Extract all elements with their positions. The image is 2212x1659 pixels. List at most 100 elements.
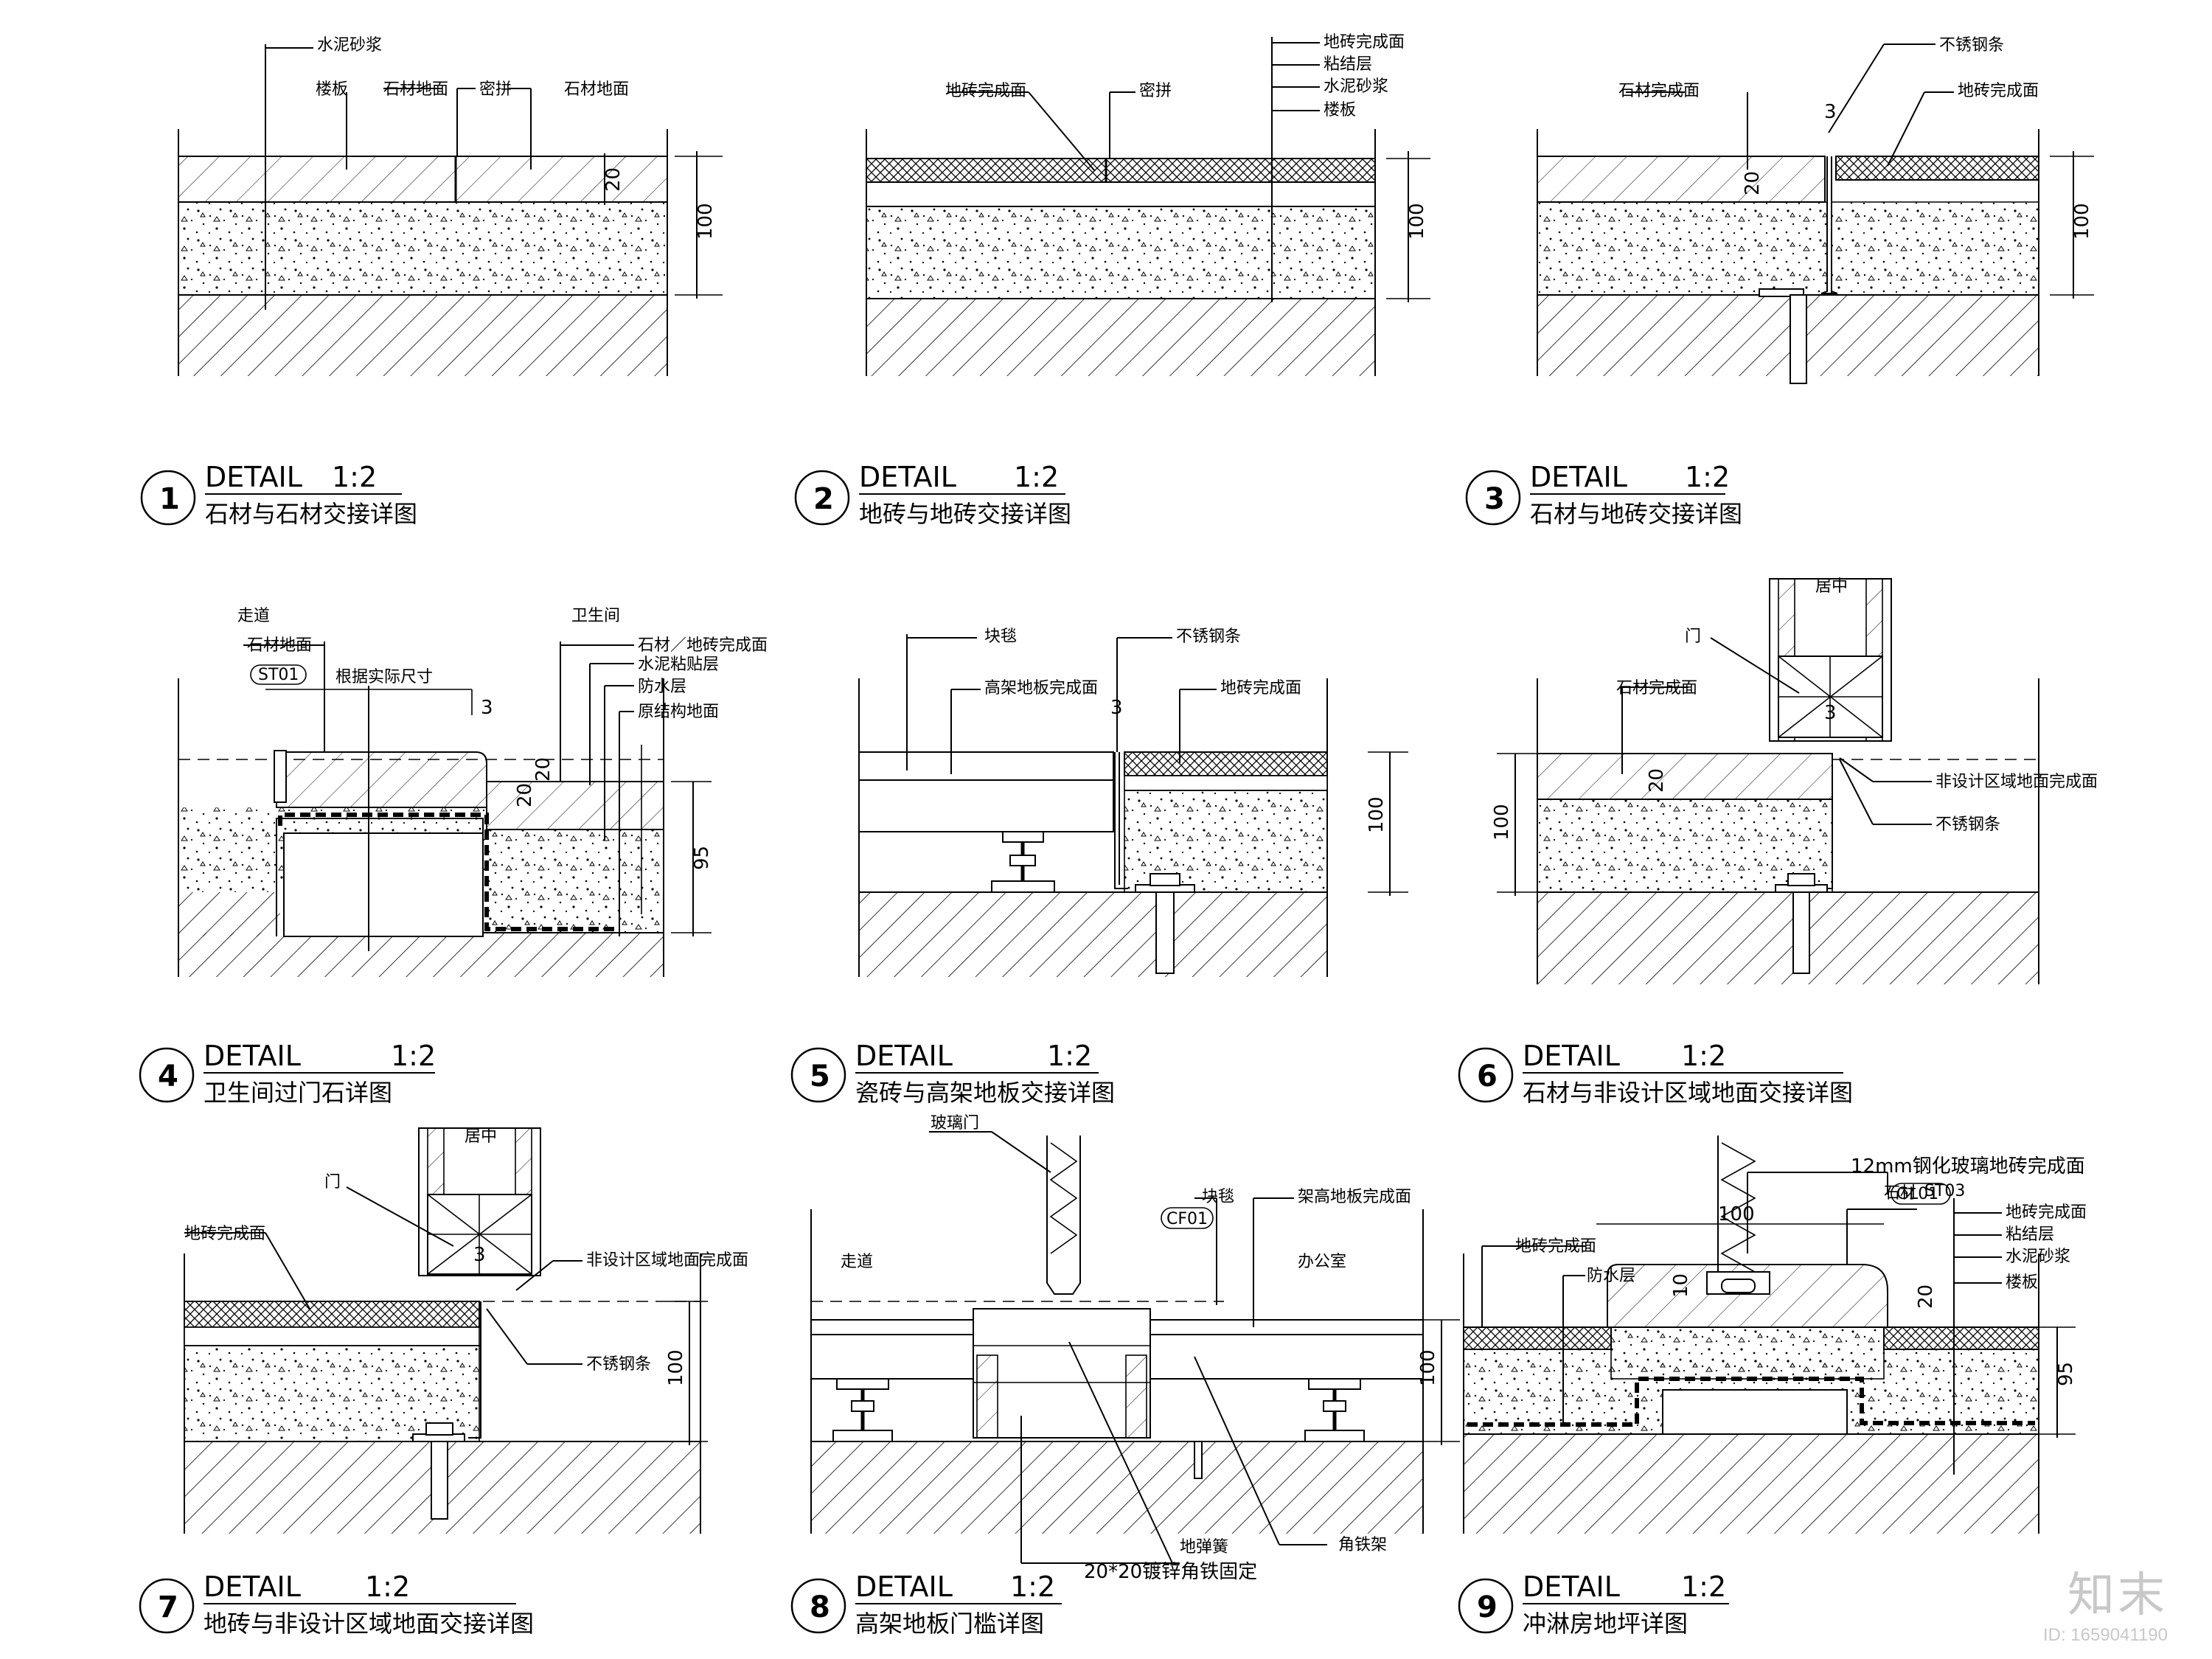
detail-2-title: DETAIL — [859, 461, 956, 493]
detail-4-title: DETAIL — [204, 1040, 301, 1072]
detail-7-dim-0: 3 — [473, 1244, 486, 1266]
detail-9-subtitle: 冲淋房地坪详图 — [1523, 1610, 1688, 1638]
detail-8-label-3: 架高地板完成面 — [1298, 1188, 1411, 1206]
detail-4-dim-2: 20 — [514, 783, 536, 807]
detail-2-label-4: 水泥砂浆 — [1324, 77, 1388, 96]
detail-1-dim-1: 100 — [695, 203, 717, 240]
detail-8-label-5: 办公室 — [1298, 1253, 1346, 1271]
detail-5-label-2: 不锈钢条 — [1176, 627, 1241, 646]
detail-7-number: 7 — [158, 1590, 178, 1624]
detail-3-label-2: 地砖完成面 — [1958, 82, 2039, 100]
detail-2-label-2: 地砖完成面 — [1324, 33, 1405, 52]
detail-2-number: 2 — [813, 482, 834, 516]
detail-4-drawing: 走道 石材地面 ST01 根据实际尺寸 卫生间 石材／地砖完成面 水泥粘贴层 防… — [139, 607, 768, 1107]
detail-2-label-1: 密拼 — [1139, 82, 1172, 100]
detail-1-label-2: 石材地面 — [383, 80, 448, 99]
detail-5-label-3: 地砖完成面 — [1220, 679, 1301, 698]
detail-6-label-0: 居中 — [1815, 577, 1848, 596]
detail-5-subtitle: 瓷砖与高架地板交接详图 — [855, 1079, 1115, 1107]
detail-3-subtitle: 石材与地砖交接详图 — [1530, 500, 1742, 528]
detail-8-label-8: 角铁架 — [1338, 1536, 1387, 1554]
detail-9-drawing: GL01 12mm钢化玻璃地砖完成面 石材 ST03 地砖完成面 防水层 地砖完… — [1458, 1135, 2087, 1638]
detail-4-label-8: 原结构地面 — [638, 703, 719, 721]
detail-2-label-3: 粘结层 — [1324, 55, 1372, 74]
detail-7-label-2: 地砖完成面 — [184, 1225, 265, 1243]
detail-4-label-0: 走道 — [237, 607, 270, 625]
detail-1-label-1: 楼板 — [316, 80, 348, 99]
detail-6-dim-0: 3 — [1824, 702, 1837, 724]
detail-1-drawing: 水泥砂浆 楼板 石材地面 密拼 石材地面 20 100 1 DETAIL 1:2… — [140, 36, 723, 528]
detail-9-label-4: 地砖完成面 — [1515, 1237, 1596, 1256]
detail-7-label-3: 非设计区域地面完成面 — [586, 1251, 748, 1270]
detail-9-label-6: 地砖完成面 — [2006, 1203, 2087, 1222]
detail-9-title: DETAIL — [1523, 1571, 1620, 1603]
detail-5-title: DETAIL — [855, 1040, 953, 1072]
detail-5-dim-0: 3 — [1110, 697, 1123, 719]
detail-8-label-4: 走道 — [841, 1253, 873, 1271]
detail-2-label-0: 地砖完成面 — [945, 82, 1026, 100]
detail-8-scale: 1:2 — [1010, 1571, 1055, 1603]
detail-4-subtitle: 卫生间过门石详图 — [204, 1079, 392, 1107]
detail-8-label-7: 地弹簧 — [1180, 1538, 1228, 1557]
detail-4-label-7: 防水层 — [638, 678, 686, 696]
detail-2-dim-0: 100 — [1406, 203, 1428, 240]
detail-6-subtitle: 石材与非设计区域地面交接详图 — [1523, 1079, 1853, 1107]
detail-8-label-6: 20*20镀锌角铁固定 — [1084, 1561, 1257, 1583]
detail-9-label-2: 石材 — [1884, 1184, 1916, 1203]
detail-9-dim-1: 10 — [1670, 1273, 1692, 1298]
detail-4-dim-0: 3 — [481, 697, 493, 719]
detail-4-label-4: 卫生间 — [571, 607, 620, 625]
detail-3-number: 3 — [1484, 482, 1505, 516]
detail-9-dim-0: 100 — [1718, 1203, 1755, 1225]
detail-4-label-3: 根据实际尺寸 — [335, 668, 433, 686]
detail-1-dim-0: 20 — [602, 167, 625, 192]
detail-5-scale: 1:2 — [1047, 1040, 1092, 1072]
detail-8-drawing: 玻璃门 块毯 CF01 架高地板完成面 走道 办公室 20*20镀锌角铁固定 地… — [790, 1114, 1460, 1638]
detail-8-subtitle: 高架地板门槛详图 — [855, 1610, 1044, 1638]
detail-3-dim-2: 100 — [2071, 203, 2093, 240]
detail-6-label-3: 非设计区域地面完成面 — [1935, 773, 2098, 791]
detail-3-scale: 1:2 — [1685, 461, 1730, 493]
detail-6-label-2: 石材完成面 — [1616, 679, 1697, 698]
detail-9-scale: 1:2 — [1681, 1571, 1726, 1603]
detail-7-label-1: 门 — [324, 1173, 341, 1192]
detail-8-title: DETAIL — [855, 1571, 953, 1603]
detail-6-scale: 1:2 — [1681, 1040, 1726, 1072]
detail-6-label-1: 门 — [1685, 627, 1701, 646]
detail-5-drawing: 块毯 高架地板完成面 不锈钢条 地砖完成面 3 100 5 DETAIL 1:2… — [790, 627, 1408, 1107]
detail-3-dim-0: 3 — [1824, 101, 1837, 123]
detail-1-subtitle: 石材与石材交接详图 — [205, 500, 417, 528]
detail-9-label-0: GL01 — [1896, 1185, 1938, 1203]
detail-4-label-6: 水泥粘贴层 — [638, 655, 719, 674]
detail-1-label-3: 密拼 — [479, 80, 512, 99]
detail-4-label-1: 石材地面 — [247, 636, 312, 655]
detail-1-label-4: 石材地面 — [564, 80, 629, 99]
detail-4-number: 4 — [158, 1060, 178, 1093]
detail-8-label-1: 块毯 — [1202, 1188, 1234, 1206]
detail-8-dim-0: 100 — [1417, 1349, 1439, 1386]
detail-3-label-1: 不锈钢条 — [1939, 36, 2004, 55]
detail-9-number: 9 — [1477, 1590, 1498, 1624]
detail-3-dim-1: 20 — [1742, 171, 1764, 195]
detail-2-label-5: 楼板 — [1324, 101, 1356, 119]
detail-7-label-4: 不锈钢条 — [586, 1355, 651, 1374]
detail-5-number: 5 — [810, 1060, 830, 1093]
detail-3-title: DETAIL — [1530, 461, 1627, 493]
detail-3-label-0: 石材完成面 — [1618, 82, 1700, 100]
detail-6-dim-1: 20 — [1646, 768, 1668, 793]
detail-9-label-9: 楼板 — [2006, 1273, 2038, 1292]
detail-6-dim-2: 100 — [1491, 804, 1513, 841]
detail-9-dim-2: 20 — [1915, 1284, 1937, 1309]
detail-2-scale: 1:2 — [1014, 461, 1059, 493]
detail-9-label-8: 水泥砂浆 — [2006, 1248, 2070, 1266]
detail-9-label-7: 粘结层 — [2006, 1225, 2054, 1244]
detail-6-drawing: 居中 门 石材完成面 非设计区域地面完成面 不锈钢条 3 20 100 6 DE… — [1458, 577, 2098, 1107]
detail-9-label-3: ST03 — [1924, 1182, 1965, 1200]
watermark: 知末 ID: 1659041190 — [2043, 1557, 2168, 1646]
detail-4-dim-3: 95 — [691, 846, 713, 870]
detail-5-label-0: 块毯 — [984, 627, 1017, 646]
detail-1-label-0: 水泥砂浆 — [317, 36, 382, 55]
detail-7-subtitle: 地砖与非设计区域地面交接详图 — [204, 1610, 534, 1638]
detail-1-title: DETAIL — [205, 461, 302, 493]
